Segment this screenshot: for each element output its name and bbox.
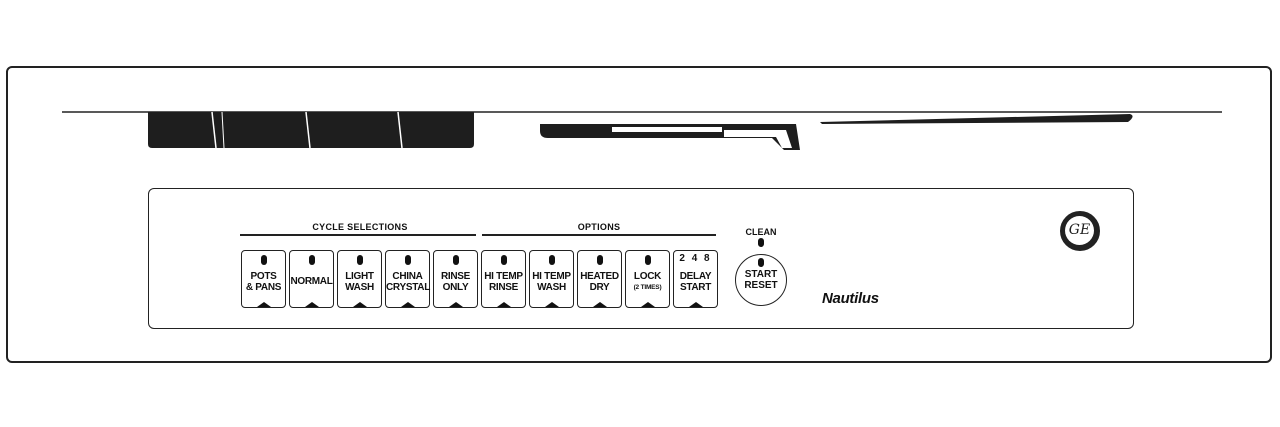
button-label-line2: ONLY (442, 282, 469, 293)
notch-marker (640, 302, 655, 307)
notch-marker (544, 302, 559, 307)
notch-marker (352, 302, 367, 307)
delay-hours-indicator: 2 4 8 (679, 253, 712, 264)
ge-logo-icon: GE (1060, 211, 1100, 251)
led-indicator (500, 255, 507, 265)
normal-button[interactable]: NORMAL (289, 250, 334, 308)
button-label-line2: DRY (589, 282, 610, 293)
model-name: Nautilus (822, 290, 879, 307)
notch-marker (496, 302, 511, 307)
notch-marker (448, 302, 463, 307)
button-label-line2: RINSE (488, 282, 519, 293)
led-indicator (452, 255, 459, 265)
cycle-selections-divider (240, 234, 476, 236)
logo-text: GE (1065, 216, 1094, 245)
button-label-line1: CHINA (392, 271, 423, 282)
reset-label: RESET (744, 280, 778, 291)
button-label-line1: POTS (250, 271, 277, 282)
clean-led-indicator (758, 238, 764, 247)
button-label-line2: WASH (345, 282, 374, 293)
led-indicator (356, 255, 363, 265)
pots-pans-button[interactable]: POTS& PANS (241, 250, 286, 308)
led-indicator (548, 255, 555, 265)
options-title: OPTIONS (577, 222, 621, 232)
button-label-line1: LOCK (633, 271, 662, 282)
button-label-line2: (2 TIMES) (633, 284, 662, 291)
button-label-line1: HI TEMP (532, 271, 571, 282)
led-indicator (758, 258, 764, 267)
clean-label: CLEAN (745, 227, 777, 237)
button-label-line1: LIGHT (345, 271, 374, 282)
options-divider (482, 234, 716, 236)
notch-marker (256, 302, 271, 307)
lock-button[interactable]: LOCK (2 TIMES) (625, 250, 670, 308)
notch-marker (400, 302, 415, 307)
left-vent-shape (148, 112, 474, 148)
notch-marker (688, 302, 703, 307)
notch-marker (304, 302, 319, 307)
start-label: START (744, 269, 778, 280)
notch-marker (592, 302, 607, 307)
right-vent-shape (820, 114, 1133, 124)
button-label-line2: WASH (537, 282, 566, 293)
button-label-line1: RINSE (440, 271, 471, 282)
button-label-line2: CRYSTAL (386, 282, 431, 293)
control-panel (148, 188, 1134, 329)
button-label-line1: HEATED (580, 271, 619, 282)
button-label-line1: HI TEMP (484, 271, 523, 282)
led-indicator (260, 255, 267, 265)
cycle-selections-title: CYCLE SELECTIONS (312, 222, 408, 232)
led-indicator (644, 255, 651, 265)
led-indicator (596, 255, 603, 265)
button-label-line2: START (679, 282, 712, 293)
button-label-line1: NORMAL (290, 276, 333, 287)
button-label-line1: DELAY (679, 271, 712, 282)
led-indicator (404, 255, 411, 265)
led-indicator (308, 255, 315, 265)
button-label-line2: & PANS (245, 282, 282, 293)
